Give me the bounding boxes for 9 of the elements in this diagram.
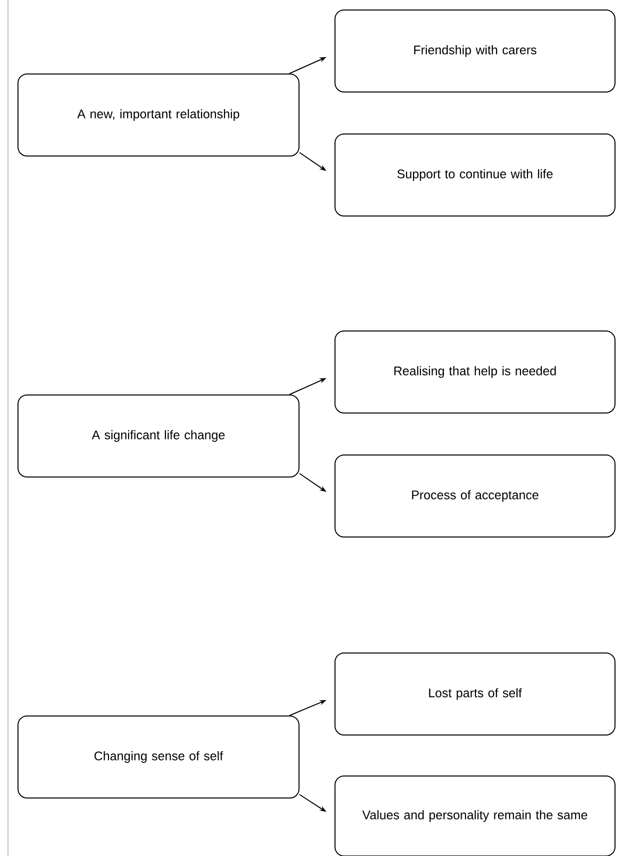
text-box: Friendship with carers (334, 10, 616, 92)
text-box: Process of acceptance (334, 454, 616, 538)
text-box: Changing sense of self (18, 716, 300, 798)
text-box: Realising that help is needed (334, 330, 616, 414)
text-box: Values and personality remain the same (334, 776, 616, 856)
text-box: A significant life change (18, 394, 300, 478)
text-box: A new, important relationship (18, 74, 300, 156)
text-box: Lost parts of self (334, 652, 616, 736)
text-box: Support to continue with life (334, 134, 616, 216)
